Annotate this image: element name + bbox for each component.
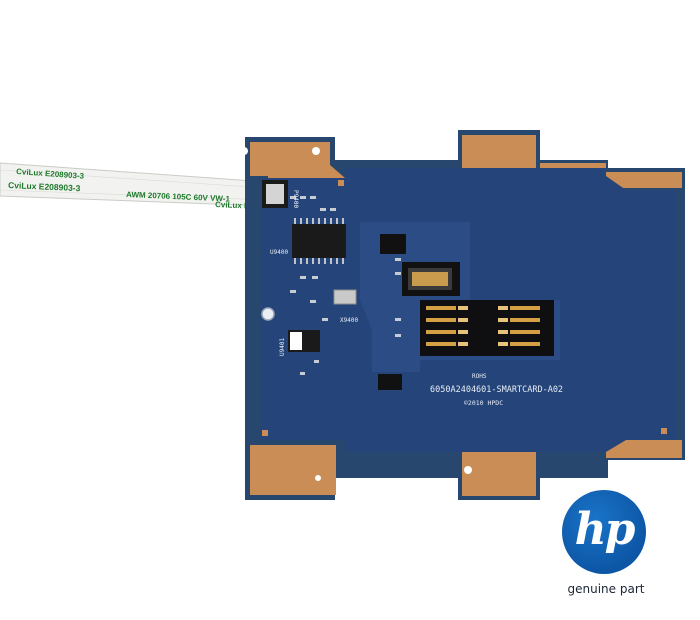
flex-cable: CviLux E208903-3 CviLux E208903-3 AWM 20… [0, 162, 269, 211]
cable-print-main: CviLux E208903-3 [8, 180, 81, 193]
hp-logo: hp genuine part [556, 490, 666, 600]
label-x9400: X9400 [340, 317, 358, 324]
label-p9400: P9400 [292, 190, 299, 208]
genuine-part-label: genuine part [567, 582, 645, 596]
part-number: 6050A2404601-SMARTCARD-A02 [430, 385, 563, 395]
label-u9400: U9400 [270, 249, 288, 256]
pcb-board: P9400 U9400 X9400 U9401 ROHS 6050A240460… [240, 130, 685, 500]
cable-print-tail: CviLux E2 [215, 200, 255, 211]
hp-logo-circle [562, 490, 646, 574]
rohs-mark: ROHS [472, 373, 487, 380]
label-u9401: U9401 [279, 338, 286, 356]
hp-logo-mark: hp [574, 504, 636, 555]
copyright-mark: ©2010 HPDC [464, 399, 503, 407]
